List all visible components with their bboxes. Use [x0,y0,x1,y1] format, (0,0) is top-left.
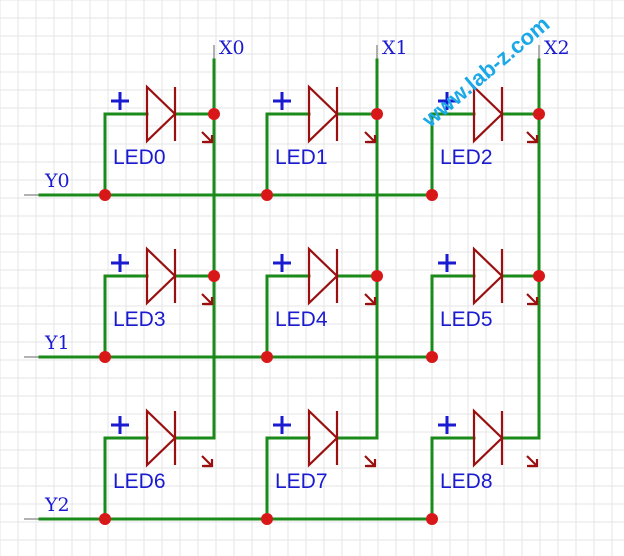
junction-dot [426,351,438,363]
emission-arrow-icon [201,293,213,305]
led-anode-wire [103,274,149,359]
junction-dot [533,108,545,120]
led-symbol-3 [111,246,214,306]
led-label-4: LED4 [275,308,328,331]
row-label-0: Y0 [44,170,70,192]
led-symbol-0 [111,84,214,144]
led-anode-wire [103,436,149,521]
diode-triangle [472,408,504,468]
junction-dot [371,270,383,282]
diode-triangle [145,408,177,468]
row-label-2: Y2 [44,494,70,516]
led-label-8: LED8 [440,470,493,493]
led-label-5: LED5 [440,308,493,331]
junction-dot [208,108,220,120]
junction-dot [261,189,273,201]
led-symbol-5 [438,246,539,306]
emission-arrow-icon [364,455,376,467]
led-label-0: LED0 [113,146,166,169]
junction-dot [371,108,383,120]
led-label-7: LED7 [275,470,328,493]
emission-arrow-icon [364,293,376,305]
led-symbol-1 [273,84,377,144]
diode-triangle [145,246,177,306]
led-symbol-6 [111,408,214,468]
junction-dot [261,351,273,363]
led-label-2: LED2 [440,146,493,169]
junction-dot [533,270,545,282]
led-anode-wire [265,436,311,521]
led-label-6: LED6 [113,470,166,493]
led-symbol-2 [438,84,539,144]
junction-dot [99,189,111,201]
column-label-0: X0 [219,37,245,59]
column-label-2: X2 [544,37,570,59]
led-anode-wire [430,274,476,359]
row-label-1: Y1 [44,332,70,354]
led-label-3: LED3 [113,308,166,331]
wires [24,45,545,525]
diode-triangle [472,84,504,144]
led-anode-wire [430,112,476,197]
emission-arrow-icon [526,293,538,305]
junction-dot [426,513,438,525]
emission-arrow-icon [526,131,538,143]
led-anode-wire [103,112,149,197]
junction-dot [426,189,438,201]
emission-arrow-icon [201,455,213,467]
diode-triangle [145,84,177,144]
led-anode-wire [265,274,311,359]
led-symbols [111,84,539,468]
led-symbol-8 [438,408,539,468]
led-symbol-4 [273,246,377,306]
diode-triangle [472,246,504,306]
led-symbol-7 [273,408,377,468]
led-label-1: LED1 [275,146,328,169]
emission-arrow-icon [526,455,538,467]
emission-arrow-icon [364,131,376,143]
junction-dot [99,513,111,525]
led-anode-wire [265,112,311,197]
led-anode-wire [430,436,476,521]
diode-triangle [307,408,339,468]
column-label-1: X1 [382,37,408,59]
diode-triangle [307,246,339,306]
diode-triangle [307,84,339,144]
emission-arrow-icon [201,131,213,143]
junction-dot [208,270,220,282]
junction-dot [99,351,111,363]
junction-dot [261,513,273,525]
